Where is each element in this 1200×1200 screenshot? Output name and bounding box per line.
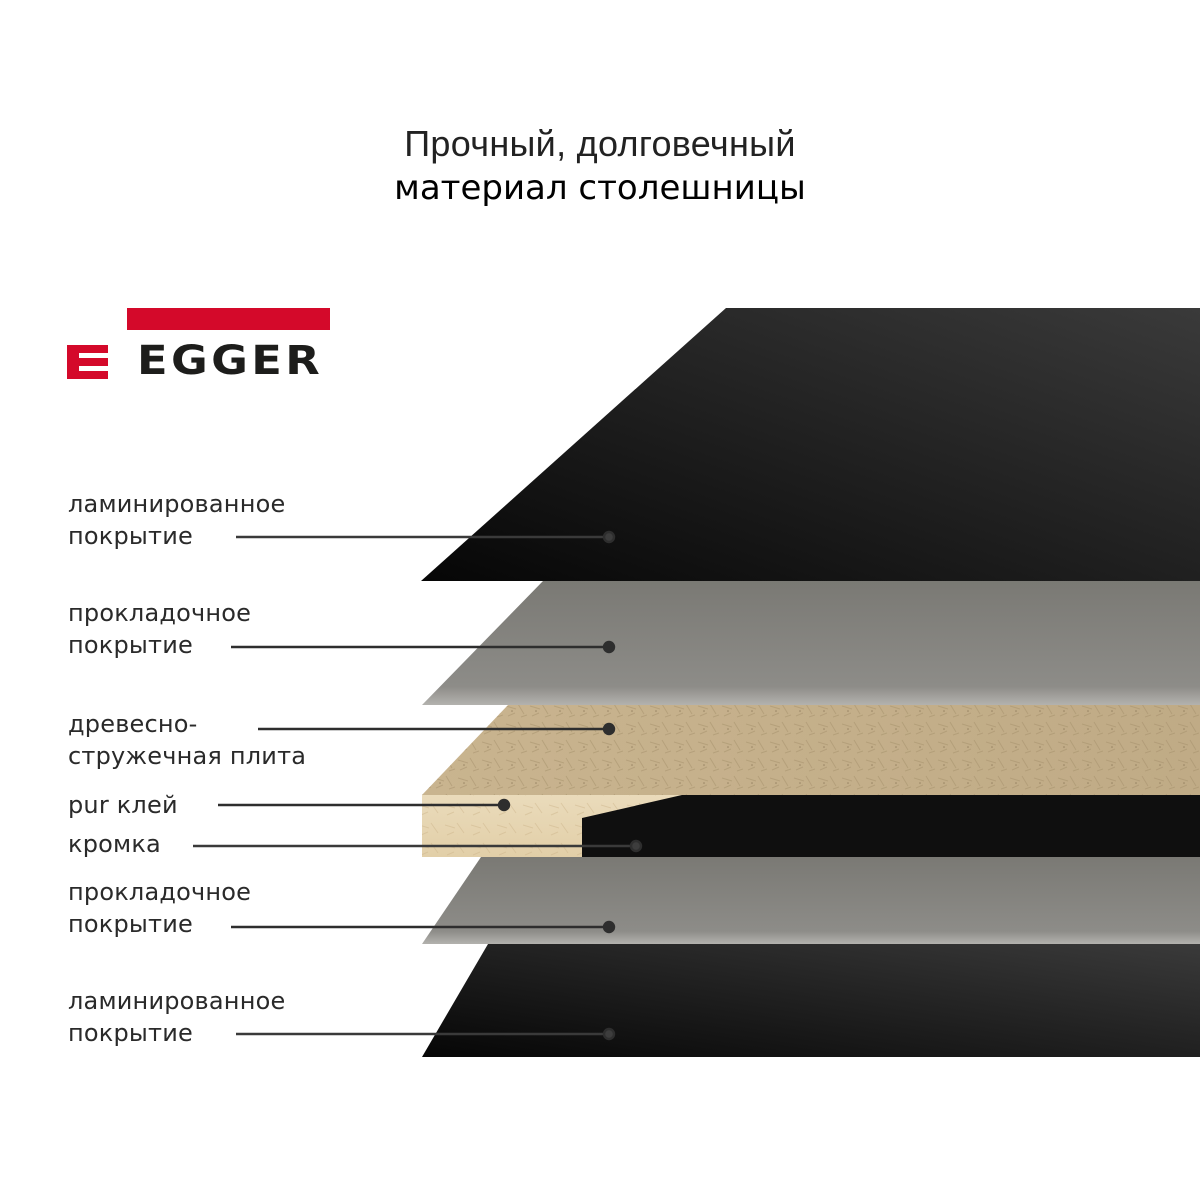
layer-underlay-top [422,581,1200,705]
logo-red-bar [127,308,330,330]
label-chipboard: древесно- стружечная плита [68,708,306,772]
label-laminate-top: ламинированное покрытие [68,488,285,552]
logo-e-mark-icon [67,345,108,379]
label-line: прокладочное [68,599,252,627]
label-underlay-bottom: прокладочное покрытие [68,876,251,940]
label-line: кромка [68,830,161,858]
title-line-1: Прочный, долговечный [404,123,796,164]
label-edge: кромка [68,828,161,860]
egger-logo: EGGER [67,308,333,384]
page-title: Прочный, долговечный материал столешницы [0,122,1200,210]
label-line: прокладочное [68,878,252,906]
label-line: древесно- [68,710,198,738]
label-line: стружечная плита [68,742,307,770]
label-line: ламинированное [68,987,286,1015]
label-laminate-bottom: ламинированное покрытие [68,985,285,1049]
layer-underlay-bottom [422,857,1200,944]
label-line: покрытие [68,631,193,659]
layer-edge [582,795,1200,857]
label-pur-glue: pur клей [68,789,178,821]
title-line-2: материал столешницы [394,168,806,208]
label-line: покрытие [68,910,193,938]
layer-laminate-top [421,308,1200,581]
label-underlay-top: прокладочное покрытие [68,597,251,661]
layer-laminate-bottom [422,944,1200,1057]
label-line: pur клей [68,791,178,819]
label-line: покрытие [68,1019,193,1047]
logo-wordmark: EGGER [137,338,324,384]
label-line: покрытие [68,522,193,550]
label-line: ламинированное [68,490,286,518]
